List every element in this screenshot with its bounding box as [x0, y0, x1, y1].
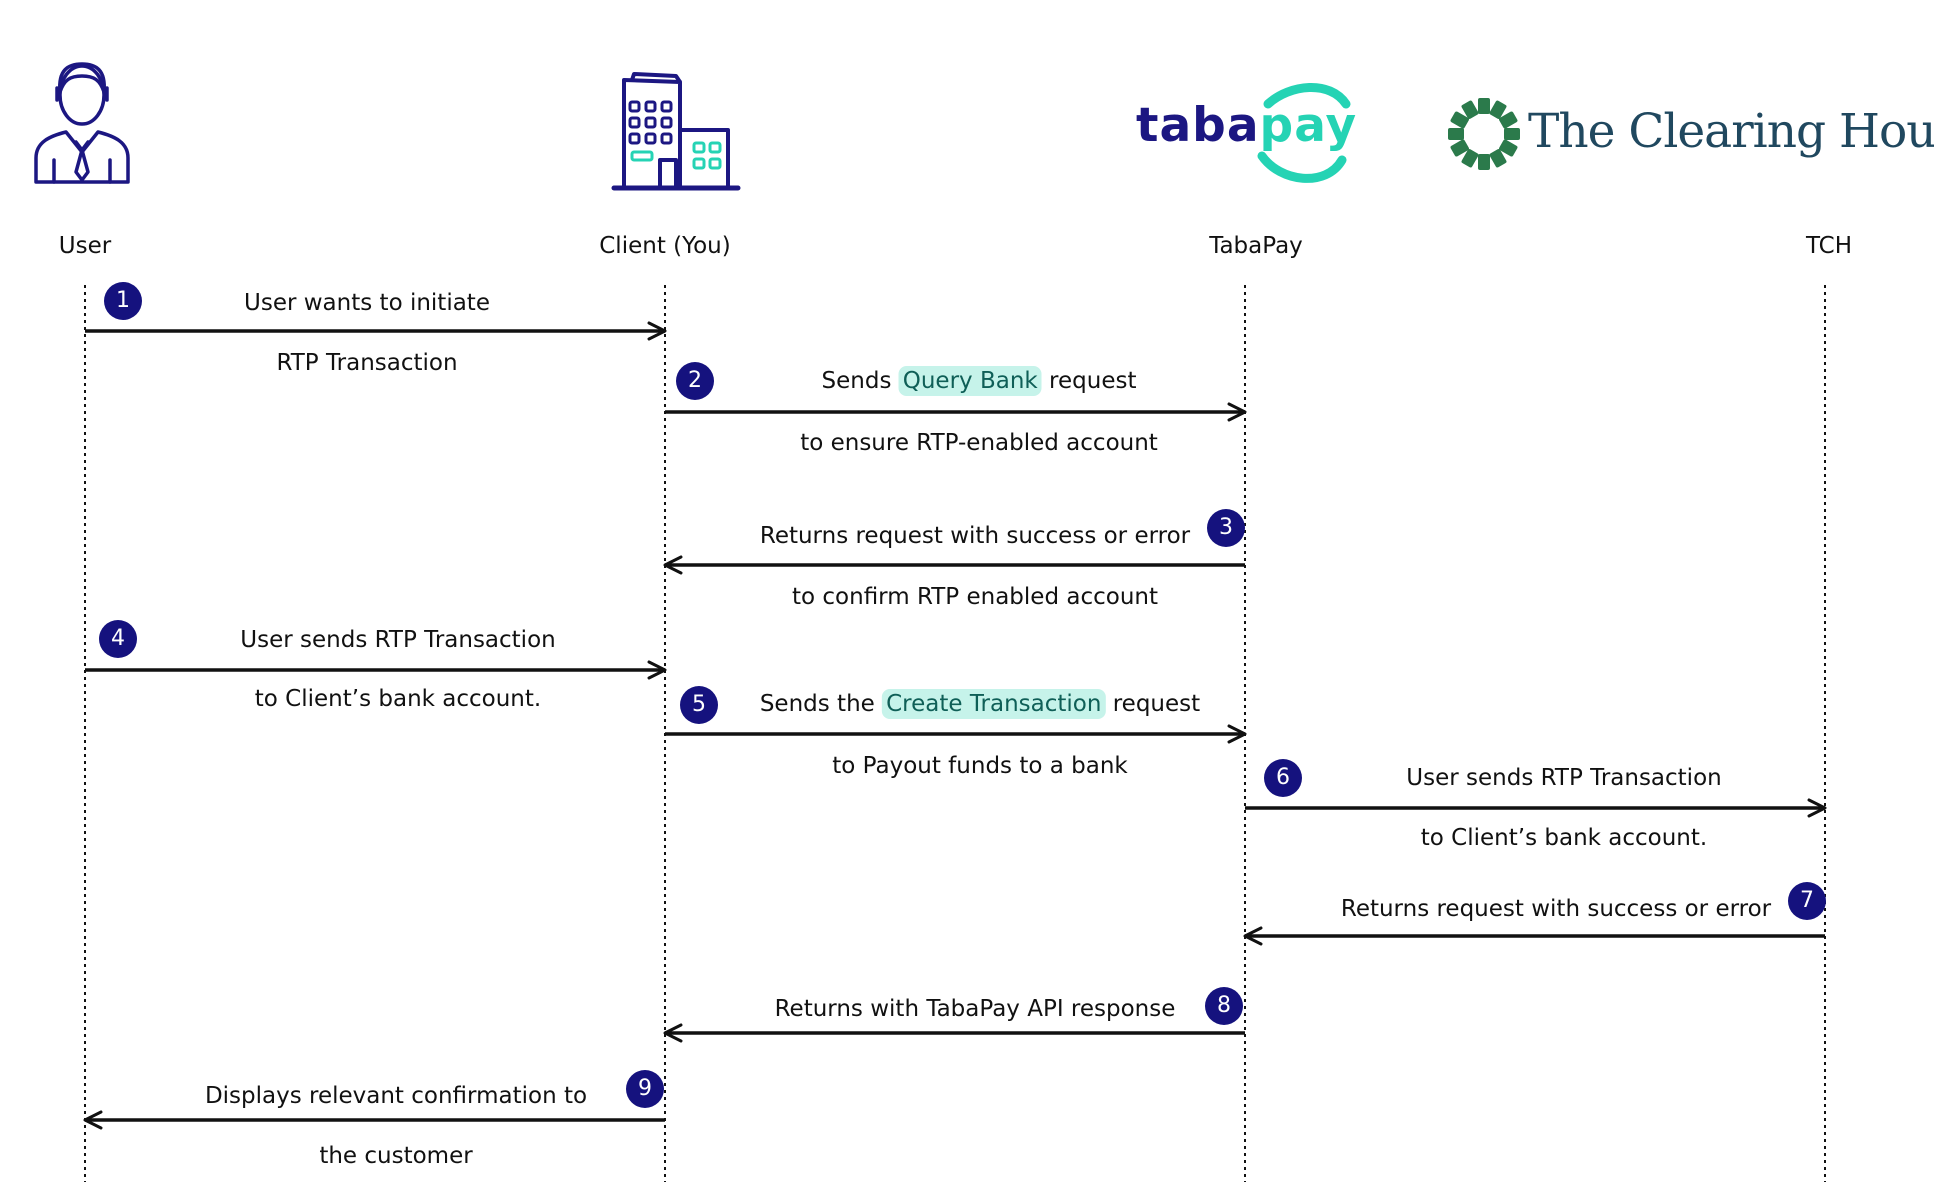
query-bank-highlight: Query Bank	[898, 366, 1042, 396]
tabapay-logo-part2: pay	[1259, 98, 1358, 153]
step-4-label-line2: to Client’s bank account.	[254, 686, 542, 712]
lane-label-tabapay: TabaPay	[1209, 233, 1303, 259]
tabapay-logo-part1: taba	[1136, 98, 1260, 153]
step-8-label-line1: Returns with TabaPay API response	[774, 996, 1176, 1022]
tabapay-swoosh-icon	[1257, 83, 1351, 183]
step-1-label-line2: RTP Transaction	[276, 350, 458, 376]
lane-label-user: User	[58, 233, 112, 259]
step-badge-7: 7	[1788, 882, 1826, 920]
step-3-label-line1: Returns request with success or error	[759, 523, 1191, 549]
lane-label-client: Client (You)	[599, 233, 731, 259]
step-9-label-line1: Displays relevant confirmation to	[204, 1083, 588, 1109]
step-5-text-after: request	[1112, 691, 1201, 717]
step-badge-3: 3	[1207, 509, 1245, 547]
step-1-label-line1: User wants to initiate	[244, 290, 490, 316]
step-2-text-after: request	[1049, 368, 1137, 394]
tch-logo-text: The Clearing House	[1528, 104, 1934, 159]
step-badge-6: 6	[1264, 759, 1302, 797]
step-badge-1: 1	[104, 282, 142, 320]
step-6-label-line1: User sends RTP Transaction	[1406, 765, 1722, 791]
step-2-text-before: Sends	[821, 368, 892, 394]
step-5-label-line2: to Payout funds to a bank	[832, 753, 1128, 779]
create-transaction-highlight: Create Transaction	[882, 689, 1106, 719]
step-badge-4: 4	[99, 620, 137, 658]
office-building-icon	[611, 72, 741, 191]
lane-label-tch: TCH	[1805, 233, 1853, 259]
step-9-label-line2: the customer	[319, 1143, 473, 1169]
step-badge-5: 5	[680, 686, 718, 724]
step-7-label-line1: Returns request with success or error	[1340, 896, 1772, 922]
step-4-label-line1: User sends RTP Transaction	[240, 627, 556, 653]
step-2-label-line1: Sends Query Bank request	[821, 366, 1137, 396]
step-badge-8: 8	[1205, 987, 1243, 1025]
step-5-label-line1: Sends the Create Transaction request	[760, 689, 1200, 719]
tch-sunburst-icon	[1448, 98, 1520, 170]
tabapay-logo: tabapay	[1136, 98, 1357, 153]
user-person-icon	[34, 62, 130, 184]
step-3-label-line2: to confirm RTP enabled account	[792, 584, 1158, 610]
step-5-text-before: Sends the	[759, 691, 875, 717]
tch-logo: The Clearing House®	[1528, 104, 1934, 159]
step-6-label-line2: to Client’s bank account.	[1420, 825, 1708, 851]
step-badge-2: 2	[676, 362, 714, 400]
step-2-label-line2: to ensure RTP-enabled account	[800, 430, 1158, 456]
step-badge-9: 9	[626, 1070, 664, 1108]
